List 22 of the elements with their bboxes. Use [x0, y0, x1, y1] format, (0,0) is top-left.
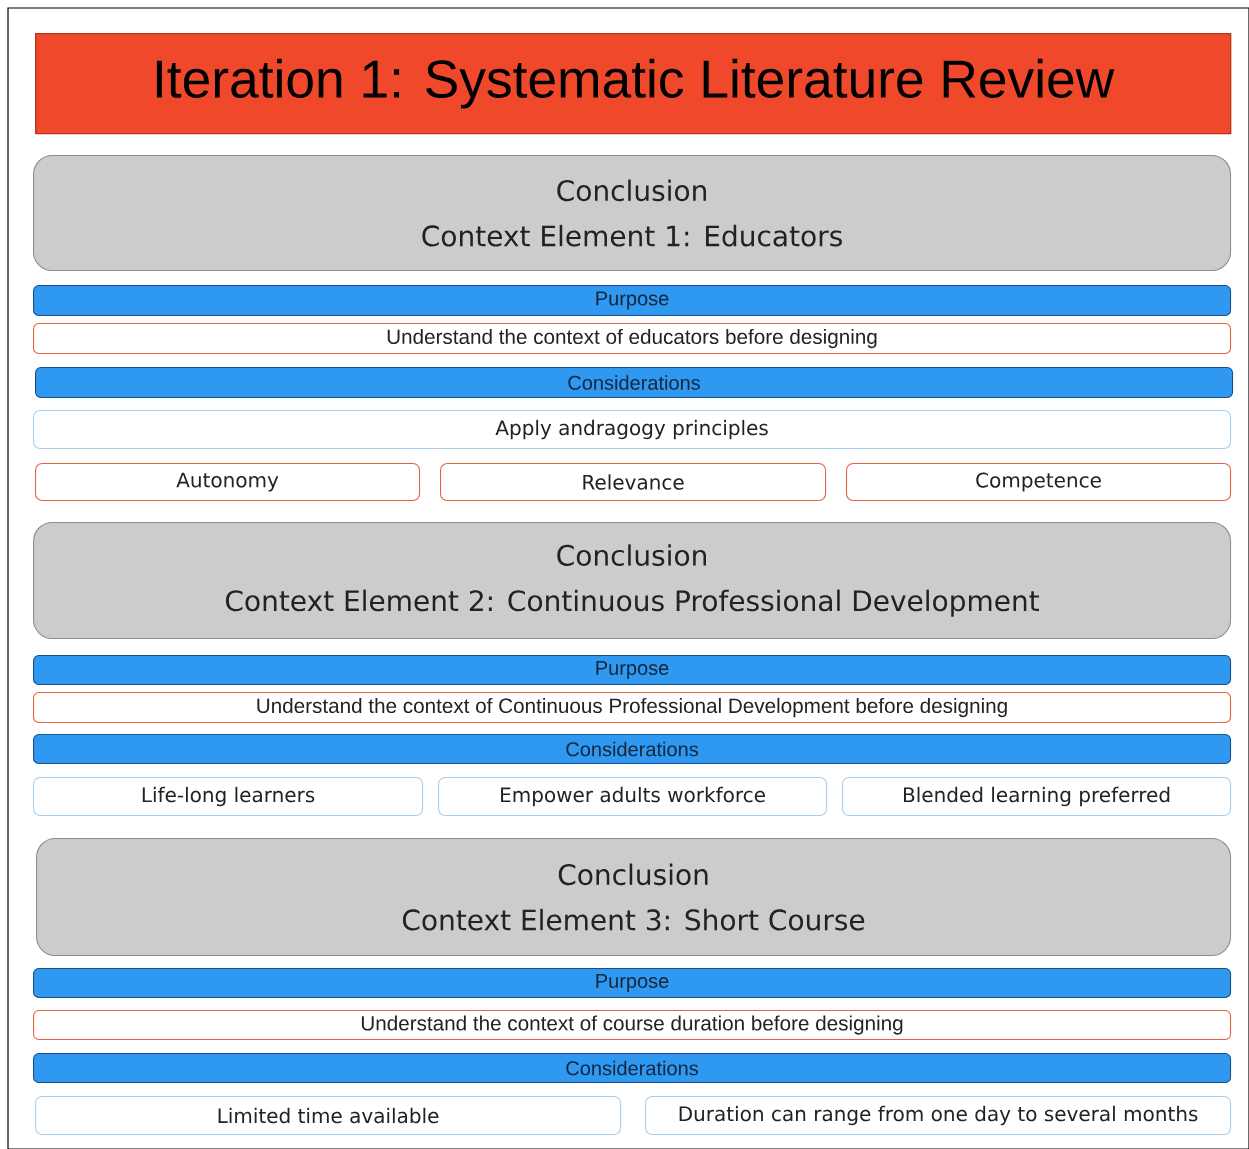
- item-box: Relevance: [440, 463, 827, 502]
- conclusion-box: Conclusion Context Element 1: Educators: [33, 155, 1232, 272]
- section-bar: Considerations: [33, 1053, 1232, 1084]
- conclusion-box: Conclusion Context Element 2: Continuous Professional Development: [33, 522, 1232, 640]
- statement-box: Understand the context of Continuous Professional Development before designing: [33, 692, 1232, 724]
- item-box: Life-long learners: [33, 777, 424, 817]
- section-bar: Purpose: [33, 968, 1232, 999]
- item-box: Duration can range from one day to several months: [645, 1096, 1232, 1136]
- item-box: Autonomy: [35, 463, 421, 502]
- title-banner: Iteration 1: Systematic Literature Review: [35, 33, 1232, 135]
- item-box: Empower adults workforce: [438, 777, 828, 817]
- section-bar: Considerations: [35, 367, 1234, 399]
- conclusion-box: Conclusion Context Element 3: Short Course: [36, 838, 1232, 957]
- section-bar: Considerations: [33, 734, 1232, 765]
- item-box: Competence: [846, 463, 1232, 502]
- section-bar: Purpose: [33, 285, 1232, 317]
- statement-box: Understand the context of course duration before designing: [33, 1010, 1232, 1041]
- item-box: Limited time available: [35, 1096, 622, 1136]
- item-box: Apply andragogy principles: [33, 410, 1232, 450]
- section-bar: Purpose: [33, 655, 1232, 686]
- statement-box: Understand the context of educators before designing: [33, 323, 1232, 355]
- item-box: Blended learning preferred: [842, 777, 1232, 817]
